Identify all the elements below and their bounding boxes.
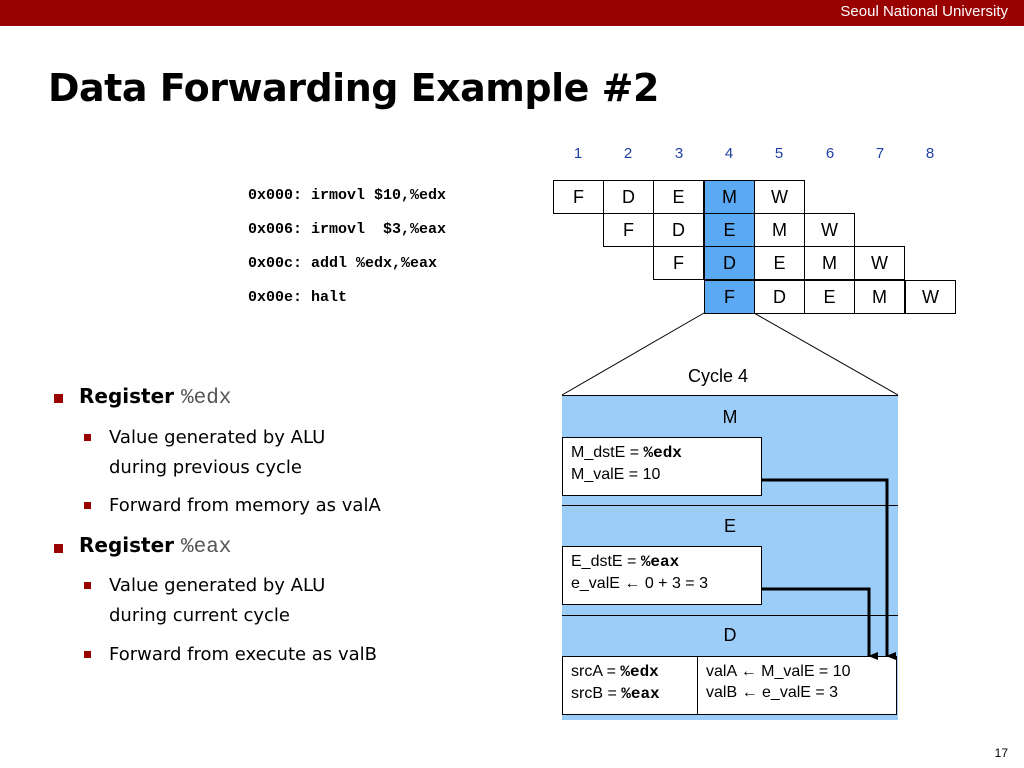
cycle-number: 6 xyxy=(825,145,835,162)
sub-bullet-item: Value generated by ALU during current cy… xyxy=(109,571,325,631)
e-stage-label: E xyxy=(723,516,736,536)
register-name: %eax xyxy=(181,536,232,559)
cycle-number: 8 xyxy=(925,145,935,162)
bullet-marker xyxy=(54,544,63,553)
pipeline-cell: E xyxy=(804,280,855,314)
sub-bullet-marker xyxy=(84,582,91,589)
pipeline-cell: W xyxy=(905,280,956,314)
pipeline-cell: D xyxy=(653,213,704,247)
header-bar: Seoul National University xyxy=(0,0,1024,26)
bullet-item: Register %edx xyxy=(79,384,231,410)
university-name: Seoul National University xyxy=(840,3,1008,20)
pipeline-cell-current: E xyxy=(704,213,755,247)
d-src-register: srcA = %edx srcB = %eax xyxy=(562,656,698,715)
pipeline-cell: E xyxy=(653,180,704,214)
sub-bullet-item: Forward from memory as valA xyxy=(109,495,381,516)
reg-field-value: M_valE = 10 xyxy=(571,466,661,483)
register-name: %edx xyxy=(643,444,682,462)
instruction-line: 0x006: irmovl $3,%eax xyxy=(248,221,447,238)
sub-bullet-line: Value generated by ALU xyxy=(109,575,326,596)
pipeline-cell: F xyxy=(553,180,604,214)
pipeline-cell-current: D xyxy=(704,246,755,280)
cycle-number: 5 xyxy=(774,145,784,162)
sub-bullet-line: during current cycle xyxy=(109,605,290,626)
d-stage-label: D xyxy=(723,625,737,645)
cycle-number: 7 xyxy=(875,145,885,162)
pipeline-cell-current: F xyxy=(704,280,755,314)
reg-field-label: E_dstE = xyxy=(571,553,641,570)
reg-field-value: valB ← e_valE = 3 xyxy=(706,684,839,701)
instruction-line: 0x000: irmovl $10,%edx xyxy=(248,187,447,204)
forward-arrow-e xyxy=(762,587,878,660)
reg-field-label: M_dstE = xyxy=(571,444,644,461)
bullet-marker xyxy=(54,394,63,403)
register-name: %eax xyxy=(621,685,660,703)
pipeline-cell: F xyxy=(653,246,704,280)
register-name: %eax xyxy=(640,553,680,571)
sub-bullet-marker xyxy=(84,434,91,441)
bullet-label: Register xyxy=(79,384,175,408)
instruction-line: 0x00e: halt xyxy=(248,289,348,306)
bullet-label: Register xyxy=(79,533,175,557)
bullet-item: Register %eax xyxy=(79,533,231,559)
register-name: %edx xyxy=(620,663,659,681)
cycle-number: 1 xyxy=(573,145,583,162)
cycle-number: 4 xyxy=(724,145,734,162)
cycle-number: 2 xyxy=(623,145,633,162)
e-pipeline-register: E_dstE = %eax e_valE ← 0 + 3 = 3 xyxy=(562,546,762,605)
sub-bullet-line: during previous cycle xyxy=(109,457,302,478)
cycle-number: 3 xyxy=(674,145,684,162)
reg-field-label: srcA = xyxy=(571,663,621,680)
sub-bullet-marker xyxy=(84,502,91,509)
sub-bullet-item: Value generated by ALU during previous c… xyxy=(109,423,325,483)
pipeline-cell: M xyxy=(804,246,855,280)
pipeline-cell: D xyxy=(754,280,805,314)
m-stage-label: M xyxy=(722,407,738,427)
pipeline-cell: M xyxy=(854,280,905,314)
page-number: 17 xyxy=(994,746,1008,760)
pipeline-cell: D xyxy=(603,180,654,214)
reg-field-value: valA ← M_valE = 10 xyxy=(706,663,851,680)
instruction-line: 0x00c: addl %edx,%eax xyxy=(248,255,438,272)
m-pipeline-register: M_dstE = %edx M_valE = 10 xyxy=(562,437,762,496)
pipeline-cell: E xyxy=(754,246,805,280)
forward-arrow-m xyxy=(762,478,896,660)
d-val-register: valA ← M_valE = 10 valB ← e_valE = 3 xyxy=(697,656,897,715)
pipeline-cell: W xyxy=(754,180,805,214)
register-name: %edx xyxy=(181,387,232,410)
slide-title: Data Forwarding Example #2 xyxy=(48,66,659,110)
pipeline-cell-current: M xyxy=(704,180,755,214)
sub-bullet-line: Value generated by ALU xyxy=(109,427,326,448)
reg-field-value: e_valE ← 0 + 3 = 3 xyxy=(571,575,708,592)
sub-bullet-item: Forward from execute as valB xyxy=(109,644,377,665)
reg-field-label: srcB = xyxy=(571,685,622,702)
cycle-label: Cycle 4 xyxy=(688,366,749,386)
pipeline-cell: F xyxy=(603,213,654,247)
sub-bullet-marker xyxy=(84,651,91,658)
pipeline-cell: W xyxy=(854,246,905,280)
